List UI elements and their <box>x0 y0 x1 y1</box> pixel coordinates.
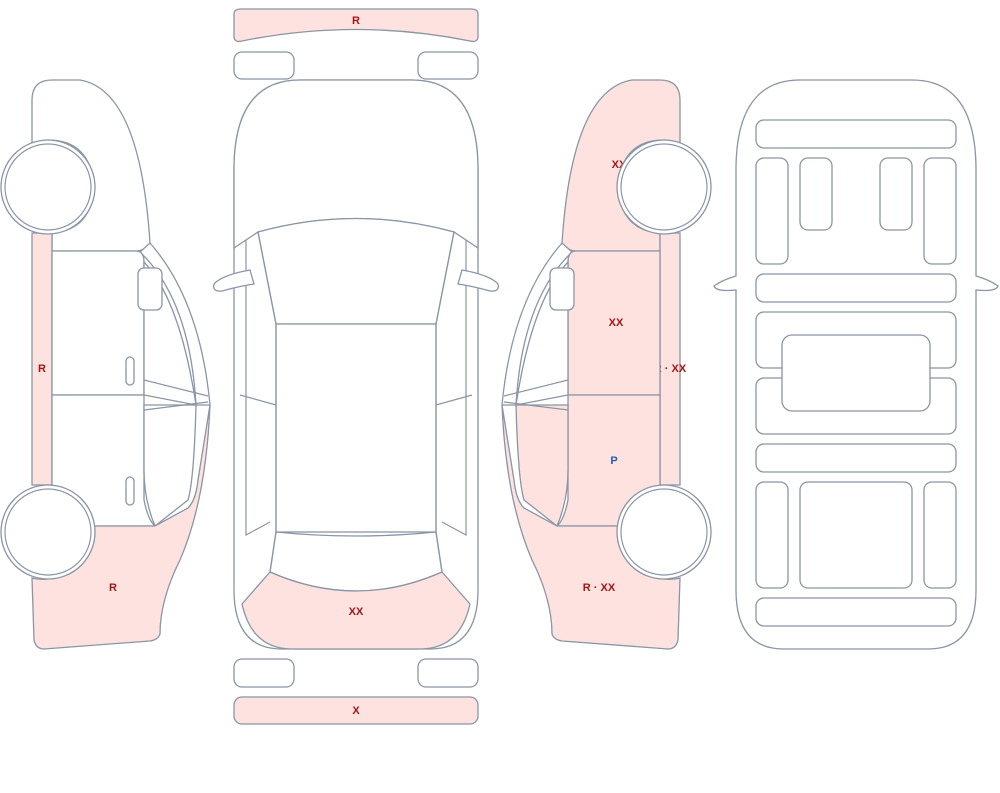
left-rocker-panel[interactable] <box>31 232 53 486</box>
interior-right-rear-panel[interactable] <box>923 481 957 589</box>
top-left-mirror[interactable] <box>213 269 255 292</box>
left-mirror[interactable] <box>137 267 163 311</box>
rear-left-taillight[interactable] <box>233 658 295 688</box>
left-front-wheel[interactable] <box>0 139 96 235</box>
front-left-headlight[interactable] <box>233 51 295 80</box>
top-trunk[interactable] <box>241 571 471 650</box>
top-roof[interactable] <box>275 323 437 533</box>
rear-bumper-label: X <box>352 705 360 717</box>
rear-bumper[interactable] <box>233 696 479 725</box>
interior-left-front-panel[interactable] <box>755 157 789 265</box>
interior-passenger-seat[interactable] <box>879 157 913 231</box>
left-rear-quarter-label: R <box>109 582 117 594</box>
left-rocker-label: R <box>38 363 46 375</box>
right-rear-door-label: P <box>610 455 617 467</box>
front-bumper[interactable] <box>233 8 479 43</box>
right-front-door-label: XX <box>609 317 624 329</box>
rear-right-taillight[interactable] <box>417 658 479 688</box>
interior-console[interactable] <box>781 334 931 412</box>
right-rocker-panel[interactable] <box>659 232 681 486</box>
right-mirror[interactable] <box>549 267 575 311</box>
right-rocker-label: R · XX <box>654 363 687 375</box>
interior-rear-floor[interactable] <box>755 443 957 473</box>
front-right-headlight[interactable] <box>417 51 479 80</box>
right-rear-wheel[interactable] <box>616 484 712 580</box>
left-rear-window[interactable] <box>143 404 197 528</box>
front-bumper-label: R <box>352 15 360 27</box>
left-front-door-handle[interactable] <box>125 356 135 386</box>
right-front-wheel[interactable] <box>616 139 712 235</box>
right-rear-quarter-label: R · XX <box>583 582 616 594</box>
interior-view <box>713 79 999 650</box>
interior-dashboard[interactable] <box>755 119 957 149</box>
left-rear-wheel[interactable] <box>0 484 96 580</box>
interior-trunk-floor[interactable] <box>755 597 957 627</box>
top-windshield[interactable] <box>257 217 455 325</box>
interior-driver-seat[interactable] <box>799 157 833 231</box>
interior-left-rear-panel[interactable] <box>755 481 789 589</box>
interior-front-floor[interactable] <box>755 273 957 303</box>
right-side-view: XX R · XX XX P R · XX <box>501 79 712 650</box>
right-rear-window[interactable] <box>515 404 569 528</box>
top-right-mirror[interactable] <box>457 269 499 292</box>
interior-rear-seat[interactable] <box>799 481 913 589</box>
top-trunk-label: XX <box>349 606 364 618</box>
interior-right-front-panel[interactable] <box>923 157 957 265</box>
top-view: XX <box>213 79 499 650</box>
left-rear-door-handle[interactable] <box>125 476 135 506</box>
left-side-view: R R <box>0 79 211 650</box>
